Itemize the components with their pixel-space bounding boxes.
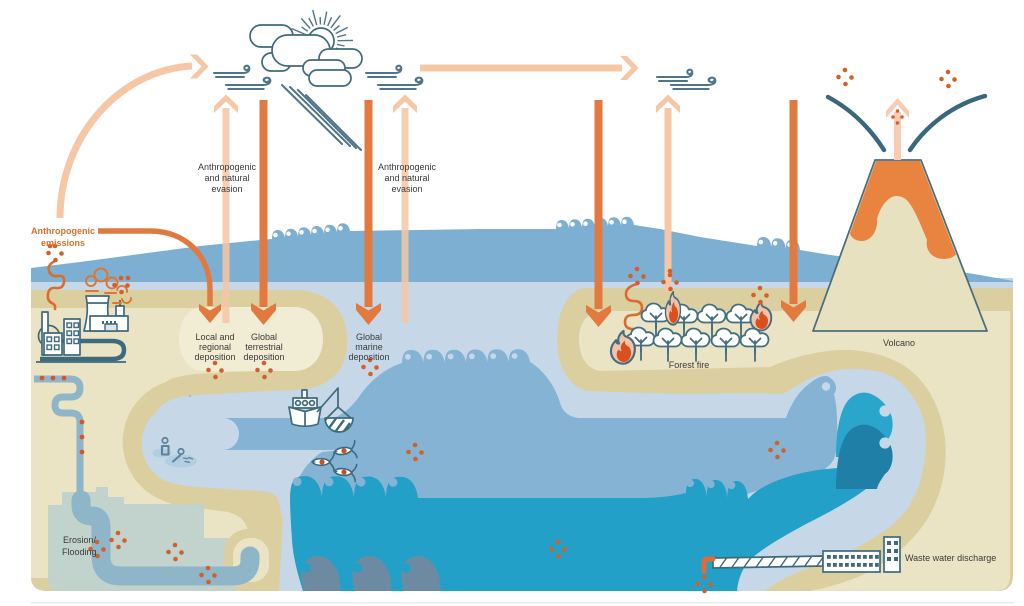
svg-text:marine: marine [355, 342, 383, 352]
svg-text:Flooding: Flooding [62, 547, 97, 557]
svg-text:Global: Global [251, 332, 277, 342]
svg-text:Erosion/: Erosion/ [63, 535, 97, 545]
svg-text:deposition: deposition [348, 352, 389, 362]
svg-text:Global: Global [356, 332, 382, 342]
svg-text:regional: regional [199, 342, 231, 352]
svg-text:Anthropogenic: Anthropogenic [378, 162, 437, 172]
svg-text:emissions: emissions [41, 238, 85, 248]
svg-text:deposition: deposition [194, 352, 235, 362]
svg-text:deposition: deposition [243, 352, 284, 362]
svg-text:Local and: Local and [195, 332, 234, 342]
svg-text:Volcano: Volcano [883, 338, 915, 348]
svg-text:Anthropogenic: Anthropogenic [198, 162, 257, 172]
svg-text:Forest fire: Forest fire [669, 360, 710, 370]
svg-text:evasion: evasion [211, 184, 242, 194]
svg-text:and natural: and natural [384, 173, 429, 183]
svg-text:terrestrial: terrestrial [245, 342, 283, 352]
svg-text:Anthropogenic: Anthropogenic [31, 226, 95, 236]
svg-text:Waste water discharge: Waste water discharge [905, 553, 996, 563]
svg-text:and natural: and natural [204, 173, 249, 183]
svg-text:evasion: evasion [391, 184, 422, 194]
